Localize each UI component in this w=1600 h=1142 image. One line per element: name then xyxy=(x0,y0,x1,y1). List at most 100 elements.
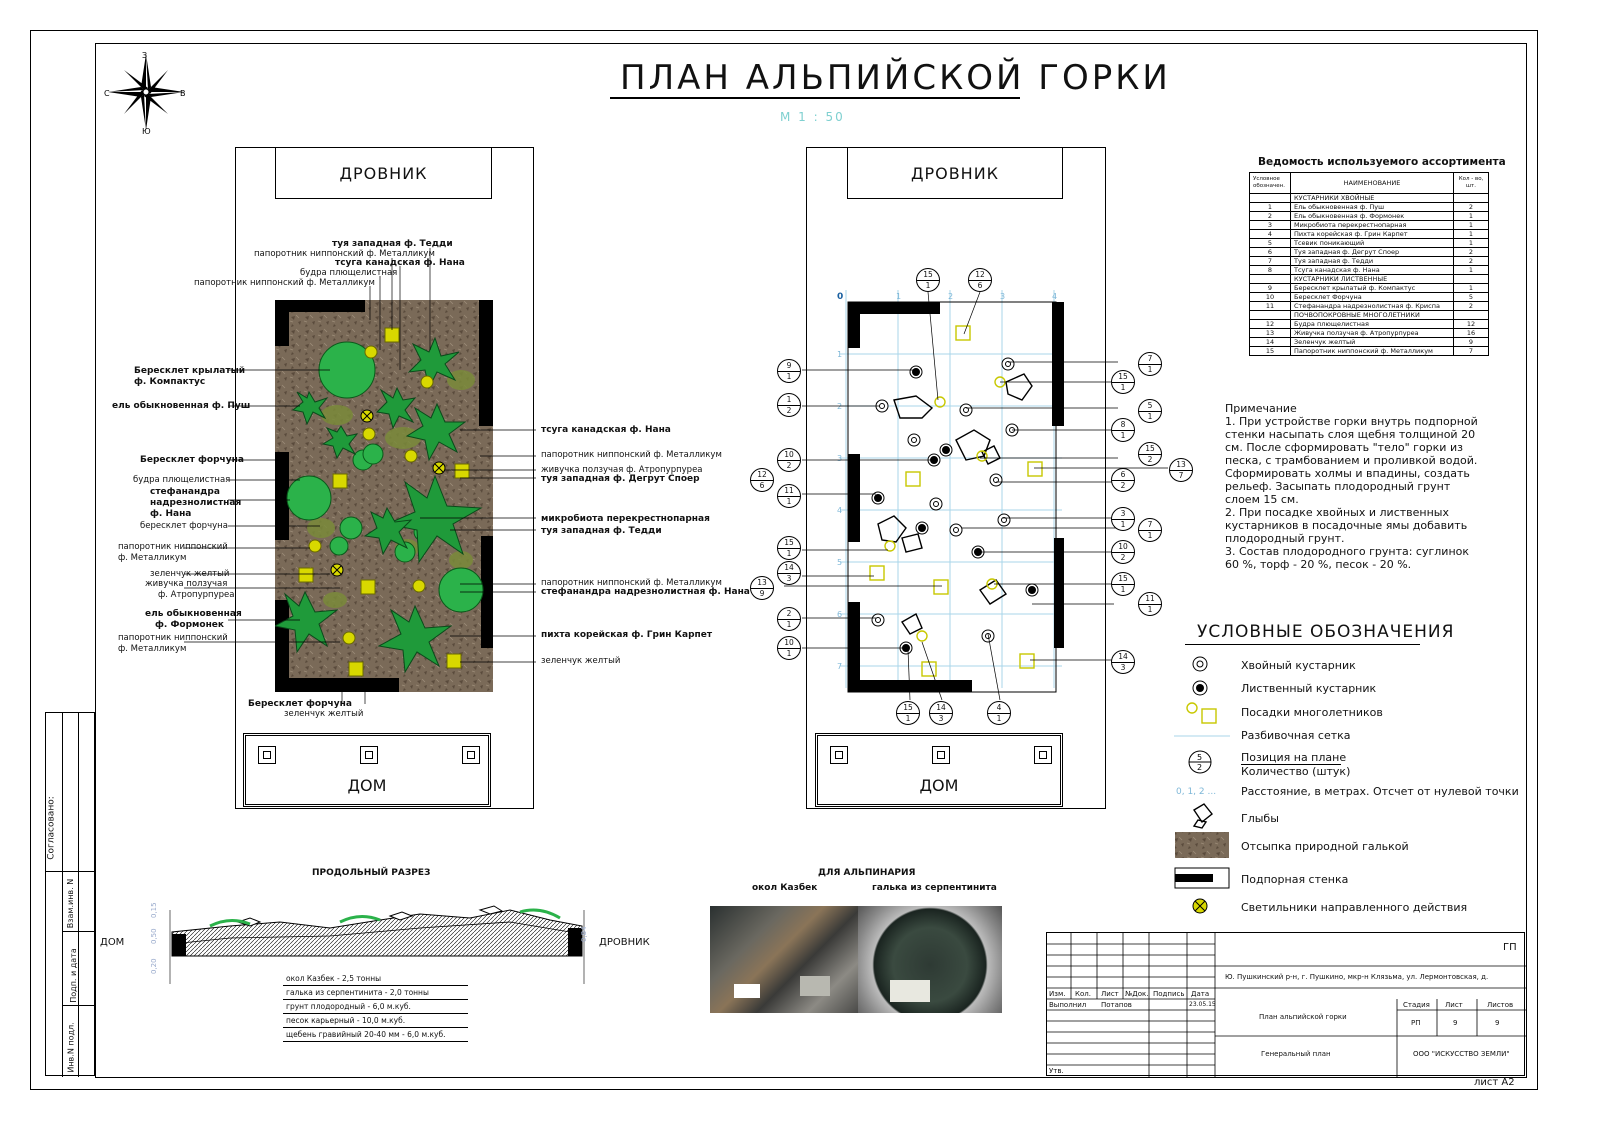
row-name: КУСТАРНИКИ ЛИСТВЕННЫЕ xyxy=(1290,274,1454,284)
label-fern-f: ф. Металликум xyxy=(118,644,187,654)
stamp-sheet-h: Лист xyxy=(1445,1001,1463,1009)
legend-gravel: Отсыпка природной галькой xyxy=(1241,840,1409,853)
conifer-marker-icon xyxy=(1192,656,1208,672)
house-window-icon xyxy=(360,746,378,764)
label-r-tsuga: тсуга канадская ф. Нана xyxy=(541,425,671,435)
label-r-stephanandra: стефанандра надрезнолистная ф. Нана xyxy=(541,587,750,597)
svg-text:В: В xyxy=(180,89,186,98)
svg-text:3: 3 xyxy=(837,454,842,463)
label-glechoma: будра плющелистная xyxy=(300,268,398,278)
note-item: 2. При посадке хвойных и лиственных куст… xyxy=(1225,506,1468,545)
row-code: 2 xyxy=(1249,211,1291,221)
marker-quantity: 1 xyxy=(1120,431,1126,440)
row-qty: 1 xyxy=(1453,265,1489,275)
note-heading: Примечание xyxy=(1225,402,1297,415)
row-qty: 5 xyxy=(1453,292,1489,302)
row-name: Бересклет Форчуна xyxy=(1290,292,1454,302)
left-house: ДОМ xyxy=(243,733,491,807)
section-right-label: ДРОВНИК xyxy=(599,937,650,948)
row-name: Тсуга канадская ф. Нана xyxy=(1290,265,1454,275)
marker-quantity: 1 xyxy=(996,714,1002,723)
side-stamp: Согласовано: Инв.N подл. Подп. и дата Вз… xyxy=(45,712,96,1077)
perennial-marker-icon xyxy=(1186,702,1217,724)
row-name: Тсевик поникающий xyxy=(1290,238,1454,248)
row-qty: 2 xyxy=(1453,247,1489,257)
retaining-wall-icon xyxy=(1174,867,1230,889)
right-grid-plan: 0 1 2 3 4 1 2 3 4 5 6 7 xyxy=(837,290,1064,693)
row-code: 4 xyxy=(1249,229,1291,239)
row-code xyxy=(1249,193,1291,203)
inner-frame xyxy=(95,43,1527,1078)
row-qty xyxy=(1453,274,1489,284)
section-title: ПРОДОЛЬНЫЙ РАЗРЕЗ xyxy=(312,868,431,878)
row-name: Микробиота перекрестнопарная xyxy=(1290,220,1454,230)
svg-text:5: 5 xyxy=(837,558,842,567)
compass-n: З xyxy=(142,51,147,60)
gravel-swatch-icon xyxy=(1175,832,1229,858)
row-code: 7 xyxy=(1249,256,1291,266)
stamp-h-date: Дата xyxy=(1191,990,1210,998)
left-garden-plan xyxy=(275,300,493,692)
legend-conifer: Хвойный кустарник xyxy=(1241,659,1356,672)
label-euonymus-fortunei: бересклет форчуна xyxy=(140,521,228,531)
note-block: Примечание 1. При устройстве горки внутр… xyxy=(1225,402,1485,571)
label-stephanandra-2: надрезнолистная xyxy=(150,498,242,508)
row-name: Будра плющелистная xyxy=(1290,319,1454,329)
photo-stone-kazbek xyxy=(710,906,858,1013)
marker-quantity: 1 xyxy=(1147,365,1153,374)
label-fern: папоротник ниппонский xyxy=(118,542,228,552)
legend-distance: Расстояние, в метрах. Отсчет от нулевой … xyxy=(1241,785,1519,798)
assortment-row: КУСТАРНИКИ ЛИСТВЕННЫЕ xyxy=(1249,274,1489,284)
outer-frame xyxy=(30,30,1538,1090)
row-code: 10 xyxy=(1249,292,1291,302)
marker-position: 2 xyxy=(778,608,800,620)
marker-position: 4 xyxy=(988,702,1010,714)
marker-position: 11 xyxy=(778,485,800,497)
position-marker-icon: 5 2 xyxy=(1188,750,1212,774)
row-qty: 1 xyxy=(1453,238,1489,248)
alpinarium-title: ДЛЯ АЛЬПИНАРИЯ xyxy=(818,868,916,878)
marker-position: 12 xyxy=(969,269,991,281)
title-block: ГП Ю. Пушкинский р-н, г. Пушкино, мкр-н … xyxy=(1046,932,1526,1077)
svg-text:7: 7 xyxy=(837,662,842,671)
row-name: ПОЧВОПОКРОВНЫЕ МНОГОЛЕТНИКИ xyxy=(1290,310,1454,320)
legend-perennials: Посадки многолетников xyxy=(1241,706,1383,719)
label-picea-formanek-f: ф. Формонек xyxy=(155,620,225,630)
title-underline xyxy=(610,97,1020,99)
marker-position: 5 xyxy=(1139,400,1161,412)
marker-quantity: 2 xyxy=(786,406,792,415)
marker-position: 7 xyxy=(1139,519,1161,531)
label-glechoma: будра плющелистная xyxy=(133,475,231,485)
row-code: 12 xyxy=(1249,319,1291,329)
stamp-code: ГП xyxy=(1503,942,1517,953)
marker-quantity: 1 xyxy=(1120,585,1126,594)
marker-quantity: 7 xyxy=(1178,471,1184,480)
svg-text:0: 0 xyxy=(837,292,843,302)
stamp-approved: Утв. xyxy=(1049,1067,1064,1075)
label-lamium: зеленчук желтый xyxy=(284,709,364,719)
row-name: Ель обыкновенная ф. Пуш xyxy=(1290,202,1454,212)
stamp-executed: Выполнил xyxy=(1049,1001,1087,1009)
row-code: 3 xyxy=(1249,220,1291,230)
row-code: 9 xyxy=(1249,283,1291,293)
label-thuja-teddy: туя западная ф. Тедди xyxy=(332,239,453,249)
svg-text:6: 6 xyxy=(837,610,842,619)
row-qty xyxy=(1453,310,1489,320)
svg-text:1: 1 xyxy=(837,350,842,359)
marker-quantity: 2 xyxy=(1120,553,1126,562)
legend-title: УСЛОВНЫЕ ОБОЗНАЧЕНИЯ xyxy=(1197,622,1455,642)
svg-text:0,15: 0,15 xyxy=(150,902,158,918)
